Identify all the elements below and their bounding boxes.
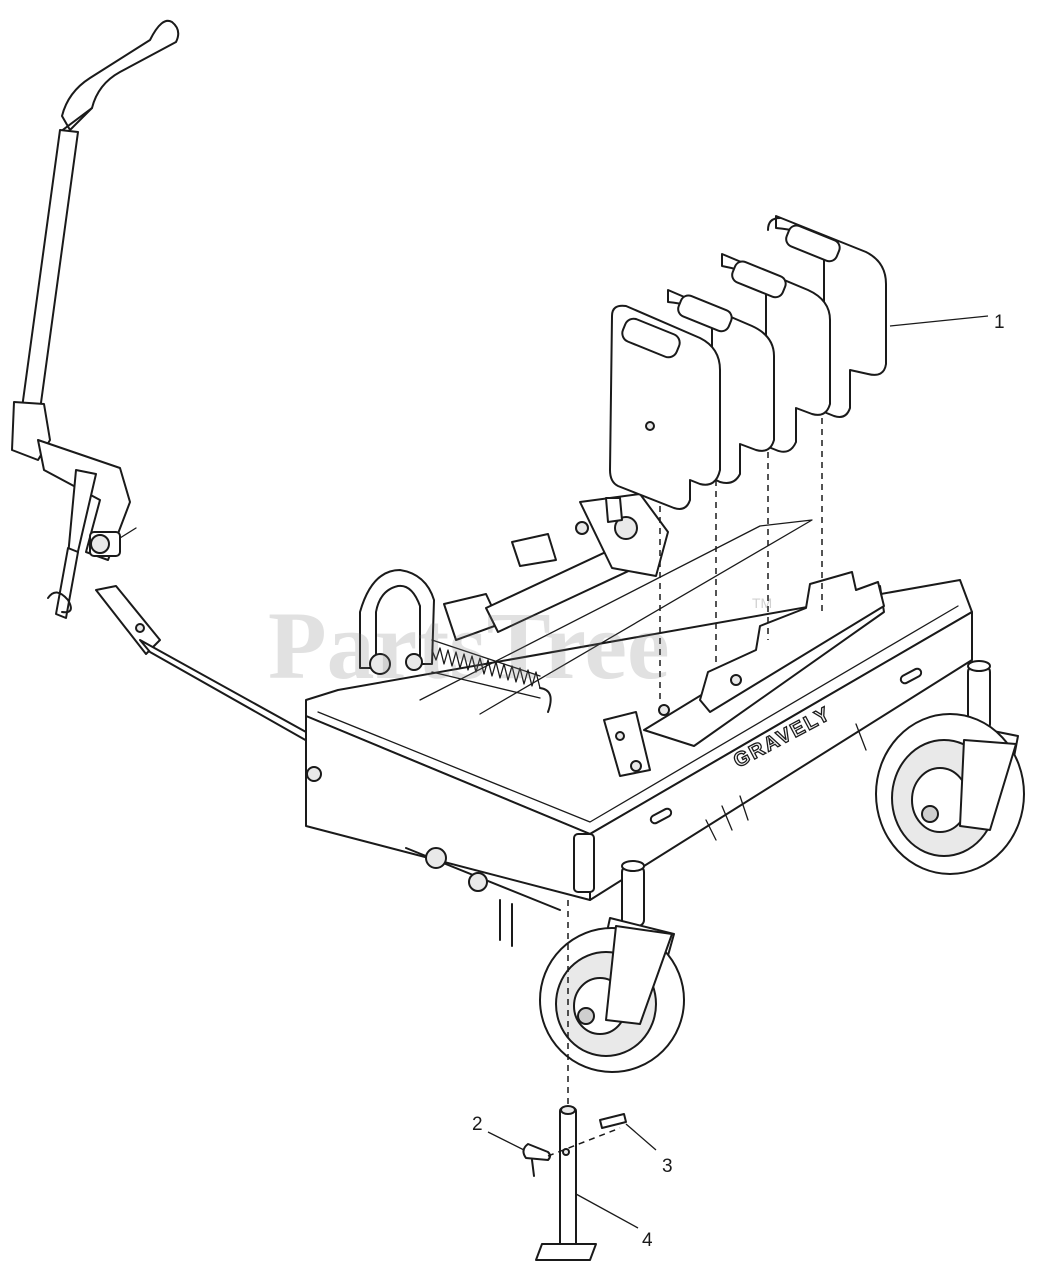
lift-mechanism [359, 493, 669, 713]
callout-3-number: 3 [662, 1156, 673, 1177]
callout-4-number: 4 [642, 1230, 653, 1251]
watermark-trademark: TM [752, 595, 772, 611]
watermark: PartsTree [268, 592, 670, 699]
weight-plate [767, 215, 887, 418]
callout-1: 1 [889, 312, 1005, 333]
weight-plate [609, 304, 721, 510]
callout-1-number: 1 [994, 312, 1005, 333]
callout-2: 2 [472, 1114, 525, 1151]
weight-plate [721, 253, 831, 453]
clevis-pin [599, 1113, 627, 1129]
callout-3: 3 [625, 1123, 673, 1177]
spring [431, 639, 541, 699]
weights [609, 215, 887, 510]
caster-wheel-front [539, 833, 685, 1073]
weight-alignment-lines [659, 418, 823, 700]
hairpin-pin [522, 1143, 551, 1161]
callout-4: 4 [575, 1193, 653, 1251]
stand-pin-assembly [522, 900, 627, 1261]
callout-2-number: 2 [472, 1114, 483, 1135]
weight-bracket [603, 571, 885, 777]
caster-wheel-rear [875, 660, 1025, 875]
